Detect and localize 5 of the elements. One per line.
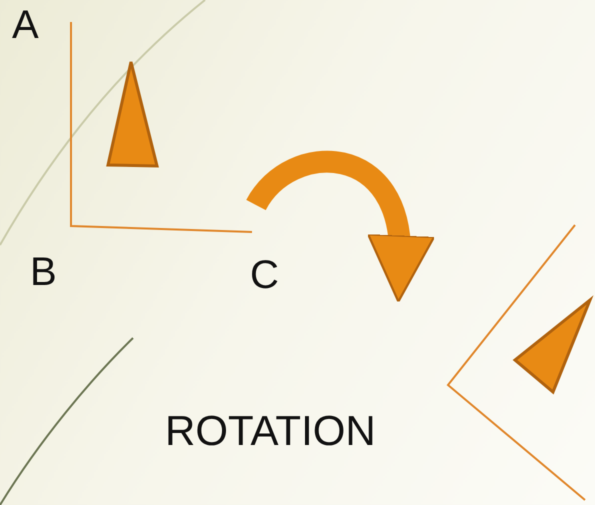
vertex-label: A [12, 5, 39, 45]
curved-arrow [246, 150, 433, 303]
vertex-label: B [30, 252, 57, 292]
vertex-label: C [250, 255, 279, 295]
title-text: ROTATION [165, 410, 376, 452]
